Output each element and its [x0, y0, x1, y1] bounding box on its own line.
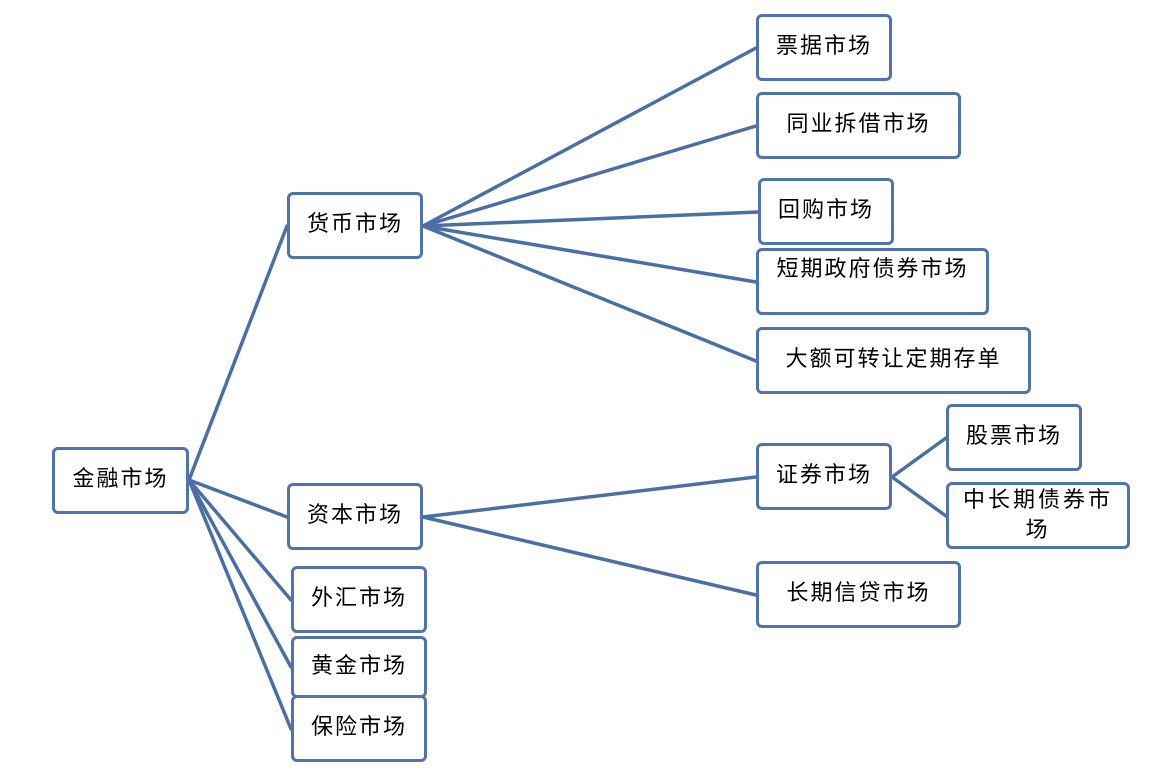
node-repo-market: 回购市场	[758, 178, 894, 245]
edge-root-fx	[187, 478, 293, 602]
node-money-market: 货币市场	[287, 192, 423, 259]
node-short-term-government-bond-market: 短期政府债券市场	[756, 248, 989, 315]
node-bill-market: 票据市场	[756, 14, 892, 81]
edge-money-repo	[421, 210, 760, 228]
node-negotiable-cd: 大额可转让定期存单	[756, 327, 1031, 394]
node-stock-market: 股票市场	[946, 404, 1082, 471]
edge-root-insurance	[187, 478, 293, 731]
node-financial-market: 金融市场	[52, 447, 189, 514]
edge-money-interbank	[421, 124, 758, 228]
edge-securities-stock	[890, 436, 948, 479]
node-medium-long-term-bond-market: 中长期债券市场	[946, 482, 1130, 549]
edge-money-bill	[421, 46, 758, 228]
edge-money-cd	[421, 224, 758, 363]
edge-root-gold	[187, 478, 293, 669]
node-long-term-credit-market: 长期信贷市场	[756, 561, 961, 628]
node-capital-market: 资本市场	[287, 483, 423, 550]
edge-root-capital	[187, 478, 289, 519]
node-fx-market: 外汇市场	[291, 566, 427, 633]
edge-money-tbill	[421, 224, 758, 284]
node-securities-market: 证券市场	[756, 443, 892, 510]
edge-securities-midbond	[890, 475, 948, 518]
node-gold-market: 黄金市场	[291, 636, 427, 698]
edge-capital-securities	[421, 475, 758, 519]
node-interbank-lending-market: 同业拆借市场	[756, 92, 961, 159]
edge-capital-longcredit	[421, 515, 758, 597]
node-insurance-market: 保险市场	[291, 695, 427, 762]
edge-root-money	[187, 224, 289, 482]
